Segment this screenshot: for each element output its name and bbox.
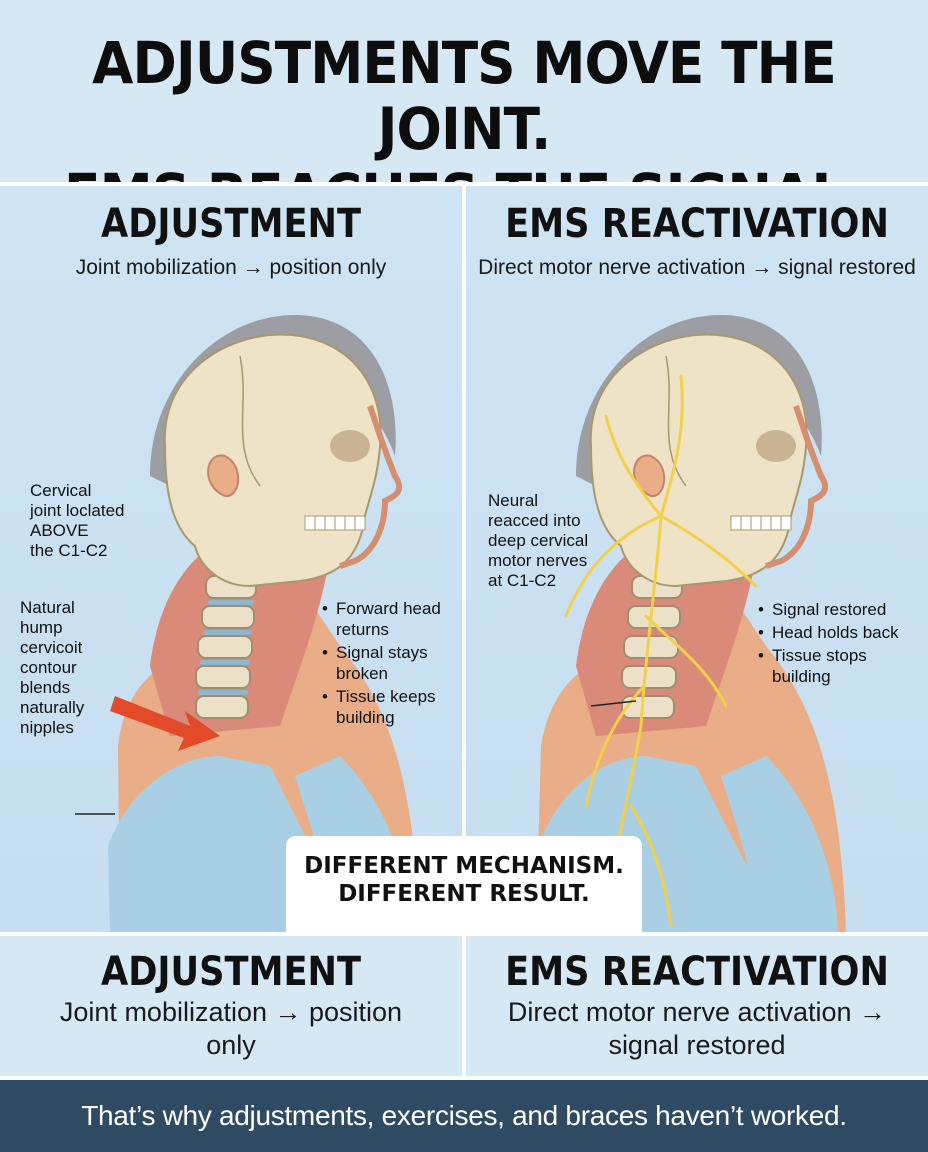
- divider-bottom-middle: [462, 936, 466, 1076]
- divider-bottom: [0, 932, 928, 936]
- adjustment-bullets: Forward head returns Signal stays broken…: [322, 598, 457, 730]
- bullet-item: Signal restored: [758, 599, 923, 620]
- bullet-item: Tissue keeps building: [322, 686, 457, 728]
- bottom-ems: EMS REACTIVATION Direct motor nerve acti…: [466, 936, 928, 1076]
- callout-line-1: DIFFERENT MECHANISM.: [304, 853, 624, 879]
- ems-title: EMS REACTIVATION: [505, 201, 889, 247]
- adjustment-subtitle: Joint mobilization → position only: [75, 256, 387, 279]
- bullet-item: Signal stays broken: [322, 642, 457, 684]
- cervical-joint-note: Cervical joint loclated ABOVE the C1-C2: [30, 481, 125, 560]
- callout-line-2: DIFFERENT RESULT.: [338, 881, 590, 907]
- bottom-adjustment-text: Joint mobilization → position only: [59, 997, 403, 1060]
- ems-bullets: Signal restored Head holds back Tissue s…: [758, 599, 923, 689]
- adjustment-panel: ADJUSTMENT Joint mobilization → position…: [0, 186, 462, 932]
- bullet-item: Tissue stops building: [758, 645, 923, 687]
- bottom-ems-title: EMS REACTIVATION: [505, 949, 889, 995]
- mechanism-callout: DIFFERENT MECHANISM. DIFFERENT RESULT.: [286, 836, 642, 932]
- footer-banner: That’s why adjustments, exercises, and b…: [0, 1080, 928, 1152]
- divider-footer: [0, 1076, 928, 1080]
- ems-subtitle: Direct motor nerve activation → signal r…: [478, 256, 916, 279]
- divider-top: [0, 182, 928, 186]
- neural-note: Neural reacced into deep cervical motor …: [488, 491, 589, 590]
- ems-panel: EMS REACTIVATION Direct motor nerve acti…: [466, 186, 928, 932]
- bottom-adjustment: ADJUSTMENT Joint mobilization → position…: [0, 936, 462, 1076]
- natural-hump-note: Natural hump cervicoit contour blends na…: [20, 598, 85, 737]
- divider-middle: [462, 186, 466, 936]
- adjustment-title: ADJUSTMENT: [100, 201, 362, 247]
- footer-text: That’s why adjustments, exercises, and b…: [81, 1100, 847, 1131]
- bullet-item: Forward head returns: [322, 598, 457, 640]
- headline-line-1: ADJUSTMENTS MOVE THE JOINT.: [92, 29, 837, 163]
- headline: ADJUSTMENTS MOVE THE JOINT. EMS REACHES …: [0, 0, 928, 228]
- bullet-item: Head holds back: [758, 622, 923, 643]
- bottom-adjustment-title: ADJUSTMENT: [100, 949, 362, 995]
- bottom-ems-text: Direct motor nerve activation → signal r…: [507, 997, 887, 1060]
